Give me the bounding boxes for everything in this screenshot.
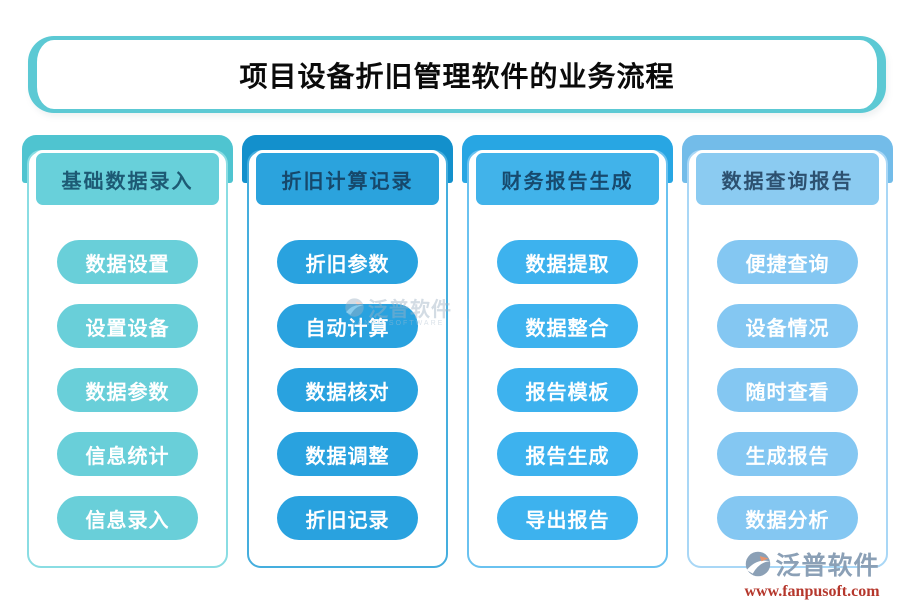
process-column-data-query-report: 数据查询报告 便捷查询 设备情况 随时查看 生成报告 数据分析 [682, 135, 893, 568]
process-step: 报告生成 [497, 432, 638, 476]
process-step: 信息统计 [57, 432, 198, 476]
process-column-financial-report: 财务报告生成 数据提取 数据整合 报告模板 报告生成 导出报告 [462, 135, 673, 568]
column-step-list: 折旧参数 自动计算 数据核对 数据调整 折旧记录 [242, 240, 453, 540]
fanpu-logo-text: 泛普软件 [775, 552, 880, 580]
column-header-label: 数据查询报告 [721, 170, 854, 193]
process-step: 便捷查询 [717, 240, 858, 284]
process-step: 自动计算 [277, 304, 418, 348]
process-step: 折旧参数 [277, 240, 418, 284]
process-step: 信息录入 [57, 496, 198, 540]
process-step: 数据设置 [57, 240, 198, 284]
column-header: 数据查询报告 [693, 150, 882, 208]
diagram-title-text: 项目设备折旧管理软件的业务流程 [239, 60, 675, 92]
column-step-list: 数据提取 数据整合 报告模板 报告生成 导出报告 [462, 240, 673, 540]
process-step: 数据分析 [717, 496, 858, 540]
process-step: 生成报告 [717, 432, 858, 476]
process-step: 设置设备 [57, 304, 198, 348]
fanpu-website-url: www.fanpusoft.com [744, 583, 880, 600]
process-step: 数据提取 [497, 240, 638, 284]
column-header-label: 基础数据录入 [61, 170, 194, 193]
column-header: 基础数据录入 [33, 150, 222, 208]
column-step-list: 数据设置 设置设备 数据参数 信息统计 信息录入 [22, 240, 233, 540]
process-column-basic-data-entry: 基础数据录入 数据设置 设置设备 数据参数 信息统计 信息录入 [22, 135, 233, 568]
process-step: 导出报告 [497, 496, 638, 540]
column-header-label: 折旧计算记录 [281, 170, 414, 193]
process-step: 数据整合 [497, 304, 638, 348]
fanpu-logo: 泛普软件 www.fanpusoft.com [732, 546, 892, 600]
fanpu-logo-icon [746, 551, 771, 577]
process-step: 数据调整 [277, 432, 418, 476]
process-step: 报告模板 [497, 368, 638, 412]
diagram-title: 项目设备折旧管理软件的业务流程 [28, 36, 886, 113]
column-header-label: 财务报告生成 [501, 170, 634, 193]
process-step: 随时查看 [717, 368, 858, 412]
column-step-list: 便捷查询 设备情况 随时查看 生成报告 数据分析 [682, 240, 893, 540]
process-step: 数据核对 [277, 368, 418, 412]
process-step: 数据参数 [57, 368, 198, 412]
process-step: 折旧记录 [277, 496, 418, 540]
column-header: 财务报告生成 [473, 150, 662, 208]
column-header: 折旧计算记录 [253, 150, 442, 208]
process-column-depreciation-calc: 折旧计算记录 折旧参数 自动计算 数据核对 数据调整 折旧记录 [242, 135, 453, 568]
process-step: 设备情况 [717, 304, 858, 348]
